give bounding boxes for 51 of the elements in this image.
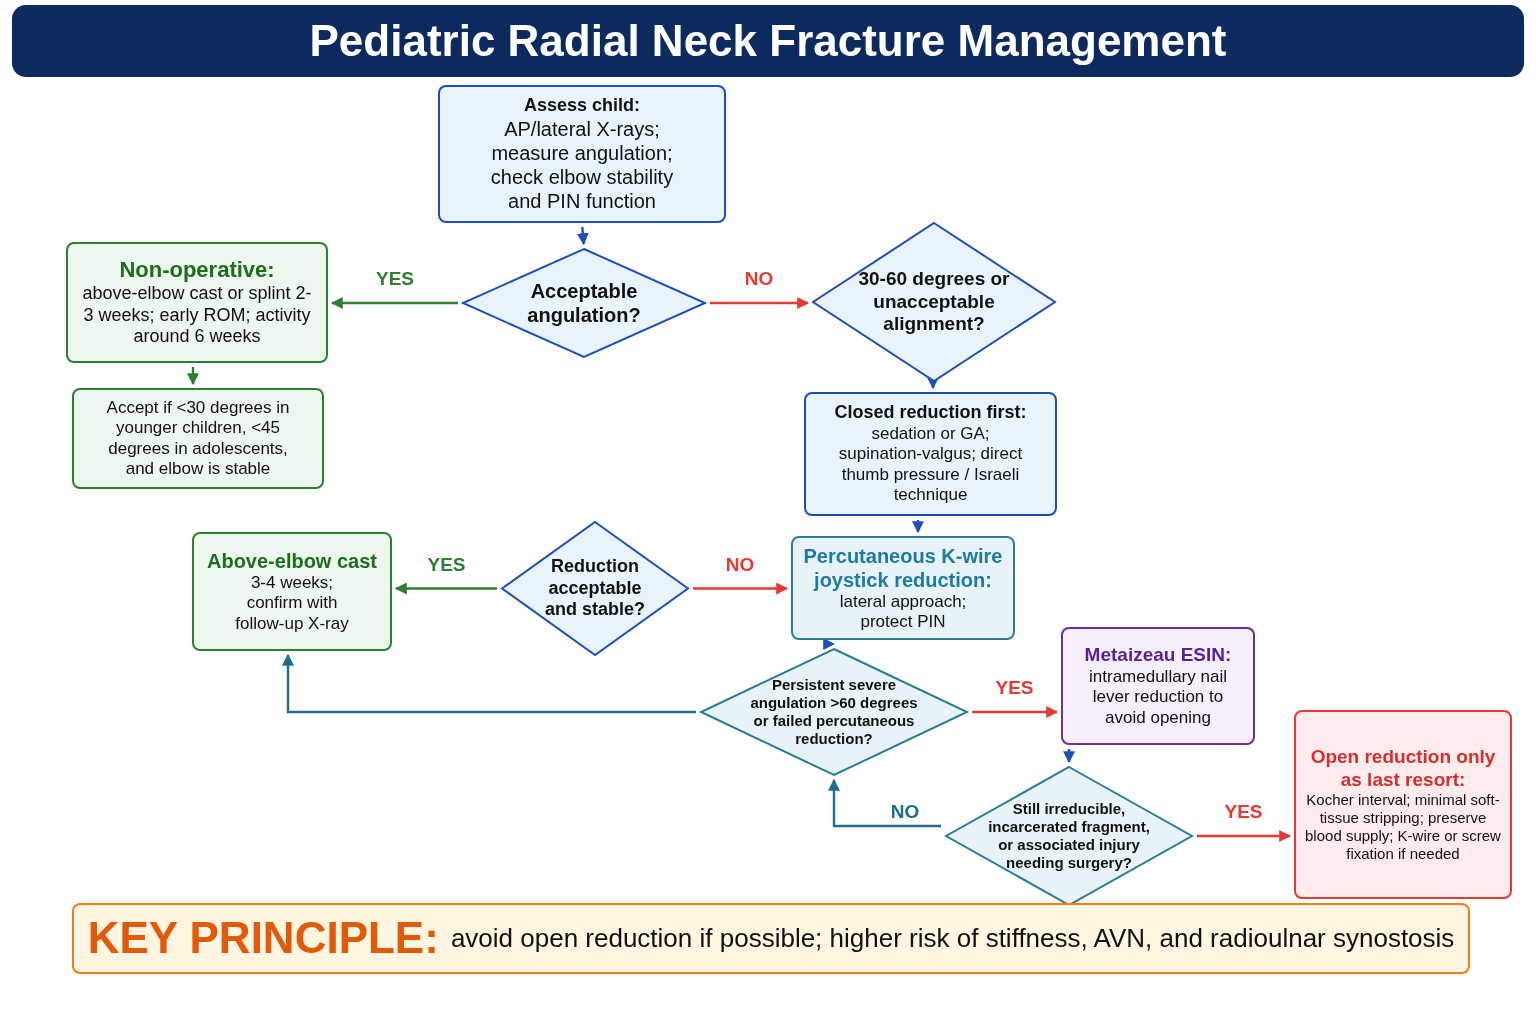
title-banner: Pediatric Radial Neck Fracture Management: [12, 5, 1524, 77]
process-box: [72, 388, 324, 489]
node-text: sedation or GA; supination-valgus; direct thumb pressure / Israeli technique: [837, 424, 1024, 506]
node-text: intramedullary nail lever reduction to avoid opening: [1088, 666, 1228, 728]
node-text: Kocher interval; minimal soft-tissue stripping; preserve blood supply; K-wire or screw fixation if needed: [1304, 791, 1502, 864]
decision-diamond: [812, 222, 1056, 382]
process-box: [192, 532, 392, 651]
node-text: lateral approach; protect PIN: [838, 591, 968, 633]
arrow: [912, 520, 924, 534]
node-text: avoid open reduction if possible; higher risk of stiffness, AVN, and radioulnar synostosis: [450, 922, 1455, 955]
decision-diamond: [700, 648, 968, 776]
node-heading: Assess child:: [523, 95, 641, 117]
node-heading: Above-elbow cast: [206, 548, 377, 573]
key-principle-box: [72, 903, 1470, 974]
node-heading: Metaizeau ESIN:: [1084, 644, 1232, 667]
process-box: [1294, 710, 1512, 899]
node-heading: Non-operative:: [119, 256, 275, 284]
decision-diamond: [462, 248, 706, 358]
decision-diamond: [501, 521, 689, 656]
node-heading: KEY PRINCIPLE:: [87, 912, 439, 965]
arrow: [927, 377, 939, 390]
node-heading: Percutaneous K-wire joystick reduction:: [802, 543, 1004, 592]
arrow: [1063, 749, 1075, 764]
decision-question: Acceptable angulation?: [526, 279, 642, 327]
process-box: [804, 392, 1057, 516]
node-text: above-elbow cast or splint 2-3 weeks; early ROM; activity around 6 weeks: [82, 283, 312, 349]
arrow: [576, 226, 589, 246]
decision-question: Reduction acceptable and stable?: [544, 556, 646, 621]
arrow: [282, 653, 696, 714]
arrow: [828, 778, 941, 828]
node-text: 3-4 weeks; confirm with follow-up X-ray: [234, 572, 350, 635]
arrow: [972, 706, 1059, 718]
process-box: [66, 242, 328, 363]
arrow: [823, 640, 836, 650]
decision-question: Persistent severe angulation >60 degrees or failed percutaneous reduction?: [749, 676, 919, 748]
arrow: [330, 297, 458, 309]
process-box: [791, 536, 1015, 640]
arrow: [710, 297, 810, 309]
node-text: AP/lateral X-rays; measure angulation; check elbow stability and PIN function: [489, 116, 675, 213]
process-box: [438, 85, 726, 223]
node-heading: Closed reduction first:: [834, 402, 1027, 424]
decision-question: Still irreducible, incarcerated fragment, or associated injury needing surgery?: [987, 800, 1151, 872]
process-box: [1061, 627, 1255, 745]
decision-diamond: [945, 766, 1193, 906]
arrow: [394, 582, 497, 595]
arrow: [187, 367, 199, 386]
node-heading: Open reduction only as last resort:: [1309, 745, 1497, 792]
arrow: [1197, 830, 1292, 842]
arrow: [693, 582, 789, 595]
decision-question: 30-60 degrees or unacceptable alignment?: [857, 267, 1011, 337]
node-text: Accept if <30 degrees in younger children, <45 degrees in adolescents, and elbow is stable: [105, 397, 291, 480]
